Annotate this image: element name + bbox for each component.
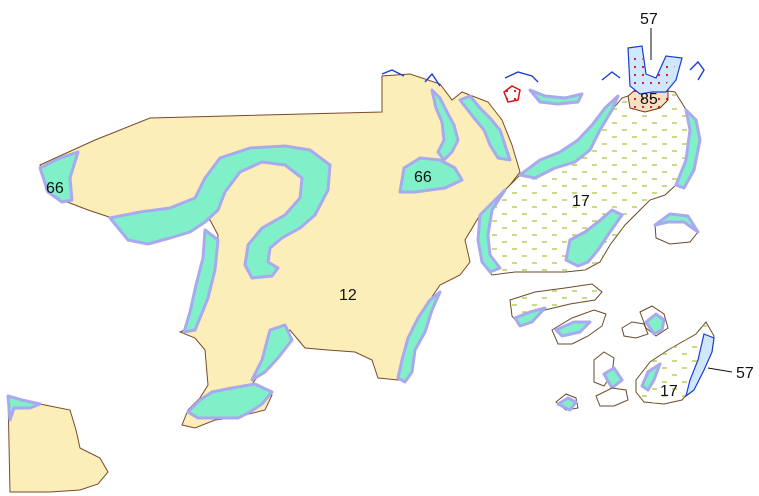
island-small-4-edge <box>556 396 578 412</box>
wetland-south-bank <box>396 290 442 384</box>
wetland-north-channel <box>430 88 460 162</box>
label-zone-85: 85 <box>640 91 658 108</box>
label-zone-66-west: 66 <box>46 180 64 197</box>
island-strip-2-edge <box>554 320 592 338</box>
island-east-1-edge <box>653 212 700 234</box>
wetland-southwest <box>186 382 274 420</box>
marsh-pattern-southeast <box>636 322 714 404</box>
shoreline-north-1 <box>381 69 405 77</box>
label-zone-17-main: 17 <box>572 193 590 210</box>
label-zone-12: 12 <box>339 287 357 304</box>
zone-57-southeast-strip <box>685 333 715 398</box>
wetland-east-bank <box>458 94 512 162</box>
label-zone-57-top: 57 <box>640 11 658 28</box>
land-parcel-southwest <box>7 395 109 493</box>
shoreline-north-east <box>601 60 705 81</box>
wetland-bay <box>250 323 294 382</box>
zone-57-north-dots <box>632 56 676 90</box>
small-parcel-red-dots <box>504 86 520 102</box>
wetland-marsh-edge-north <box>518 94 620 180</box>
wetland-west <box>38 150 80 204</box>
island-small-3-edge <box>602 366 624 390</box>
island-small-5 <box>595 387 629 407</box>
wetland-southwest-edge <box>6 394 42 422</box>
wetland-marsh-inlet <box>564 208 624 268</box>
wetland-center-66 <box>398 156 464 194</box>
wetland-river-loop <box>108 144 332 280</box>
island-strip-1-edge <box>513 306 547 328</box>
shoreline-north-3 <box>504 71 539 83</box>
wetland-marsh-edge-east <box>674 108 702 190</box>
shoreline-north-2 <box>424 72 441 87</box>
island-small-1 <box>621 321 649 339</box>
wetland-southeast-edge <box>640 362 662 392</box>
wetland-river-south <box>182 228 220 334</box>
wetland-marsh-edge-west <box>476 188 507 274</box>
leader-57-right <box>707 367 733 373</box>
label-zone-66-center: 66 <box>414 169 432 186</box>
island-small-2-edge <box>644 312 666 336</box>
wetland-north-strip <box>528 88 584 106</box>
label-zone-17-southeast: 17 <box>660 383 678 400</box>
marsh-pattern-main <box>480 90 690 275</box>
label-zone-57-right: 57 <box>736 365 754 382</box>
